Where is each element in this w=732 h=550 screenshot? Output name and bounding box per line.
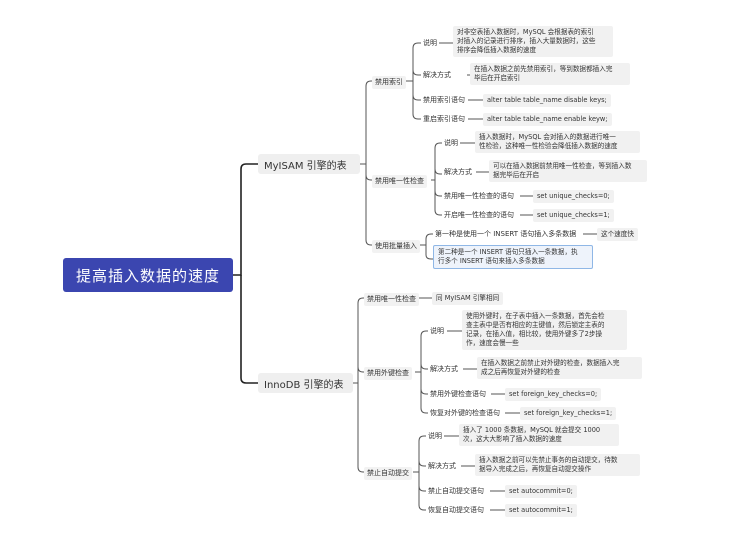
text-disable-unique-checks[interactable]: set unique_checks=0; xyxy=(533,190,614,203)
label-solution[interactable]: 解决方式 xyxy=(428,462,456,470)
text-same-as-myisam[interactable]: 同 MyISAM 引擎相同 xyxy=(432,292,504,305)
text-description[interactable]: 插入数据时，MySQL 会对插入的数据进行唯一 性检验，这种唯一性检验会降低插入… xyxy=(475,131,640,153)
text-description[interactable]: 使用外键时，在子表中插入一条数据，首先会检 查主表中是否有相应的主键值，然后锁定… xyxy=(462,310,627,350)
label-solution[interactable]: 解决方式 xyxy=(423,71,451,79)
label-enable-keys[interactable]: 重启索引语句 xyxy=(423,115,465,123)
topic-disable-autocommit[interactable]: 禁止自动提交 xyxy=(364,467,412,480)
text-description[interactable]: 对非空表插入数据时，MySQL 会根据表的索引 对插入的记录进行排序，插入大量数… xyxy=(453,26,613,57)
label-description[interactable]: 说明 xyxy=(428,432,442,440)
label-solution[interactable]: 解决方式 xyxy=(444,168,472,176)
text-solution[interactable]: 插入数据之前可以先禁止事务的自动提交，待数 据导入完成之后，再恢复自动提交操作 xyxy=(475,454,640,476)
label-description[interactable]: 说明 xyxy=(423,39,437,47)
topic-batch-insert[interactable]: 使用批量插入 xyxy=(372,240,420,253)
text-enable-keys[interactable]: alter table table_name enable keyw; xyxy=(483,113,612,126)
label-disable-unique-checks[interactable]: 禁用唯一性检查的语句 xyxy=(444,192,514,200)
text-restore-fk-checks[interactable]: set foreign_key_checks=1; xyxy=(520,407,617,420)
note-faster[interactable]: 这个速度快 xyxy=(597,228,638,241)
text-description[interactable]: 插入了 1000 条数据，MySQL 就会提交 1000 次，这大大影响了插入数… xyxy=(459,424,619,446)
text-disable-keys[interactable]: alter table table_name disable keys; xyxy=(483,94,611,107)
text-disable-autocommit[interactable]: set autocommit=0; xyxy=(505,485,577,498)
text-batch-insert-method-2[interactable]: 第二种是一个 INSERT 语句只插入一条数据，执 行多个 INSERT 语句来… xyxy=(433,245,593,269)
text-restore-autocommit[interactable]: set autocommit=1; xyxy=(505,504,577,517)
label-description[interactable]: 说明 xyxy=(444,139,458,147)
topic-disable-index[interactable]: 禁用索引 xyxy=(372,76,406,89)
topic-innodb[interactable]: InnoDB 引擎的表 xyxy=(258,373,353,393)
text-batch-insert-method-1[interactable]: 第一种是使用一个 INSERT 语句插入多条数据 xyxy=(435,230,577,238)
label-disable-keys[interactable]: 禁用索引语句 xyxy=(423,96,465,104)
text-enable-unique-checks[interactable]: set unique_checks=1; xyxy=(533,209,614,222)
topic-disable-foreign-key[interactable]: 禁用外键检查 xyxy=(364,367,412,380)
label-solution[interactable]: 解决方式 xyxy=(430,365,458,373)
label-description[interactable]: 说明 xyxy=(430,327,444,335)
text-solution[interactable]: 在插入数据之前先禁用索引，等到数据都插入完 毕后在开启索引 xyxy=(470,63,630,85)
label-disable-autocommit[interactable]: 禁止自动提交语句 xyxy=(428,487,484,495)
label-disable-fk-checks[interactable]: 禁用外键检查语句 xyxy=(430,390,486,398)
text-disable-fk-checks[interactable]: set foreign_key_checks=0; xyxy=(505,388,602,401)
topic-disable-unique[interactable]: 禁用唯一性检查 xyxy=(372,175,427,188)
label-enable-unique-checks[interactable]: 开启唯一性检查的语句 xyxy=(444,211,514,219)
label-restore-autocommit[interactable]: 恢复自动提交语句 xyxy=(428,506,484,514)
text-solution[interactable]: 在插入数据之前禁止对外键的检查，数据插入完 成之后再恢复对外键的检查 xyxy=(477,357,642,379)
topic-disable-unique[interactable]: 禁用唯一性检查 xyxy=(364,293,419,306)
root-topic[interactable]: 提高插入数据的速度 xyxy=(63,258,233,292)
topic-myisam[interactable]: MyISAM 引擎的表 xyxy=(258,154,360,174)
text-solution[interactable]: 可以在插入数据前禁用唯一性检查，等到插入数 据完毕后在开启 xyxy=(489,160,647,182)
label-restore-fk-checks[interactable]: 恢复对外键的检查语句 xyxy=(430,409,500,417)
